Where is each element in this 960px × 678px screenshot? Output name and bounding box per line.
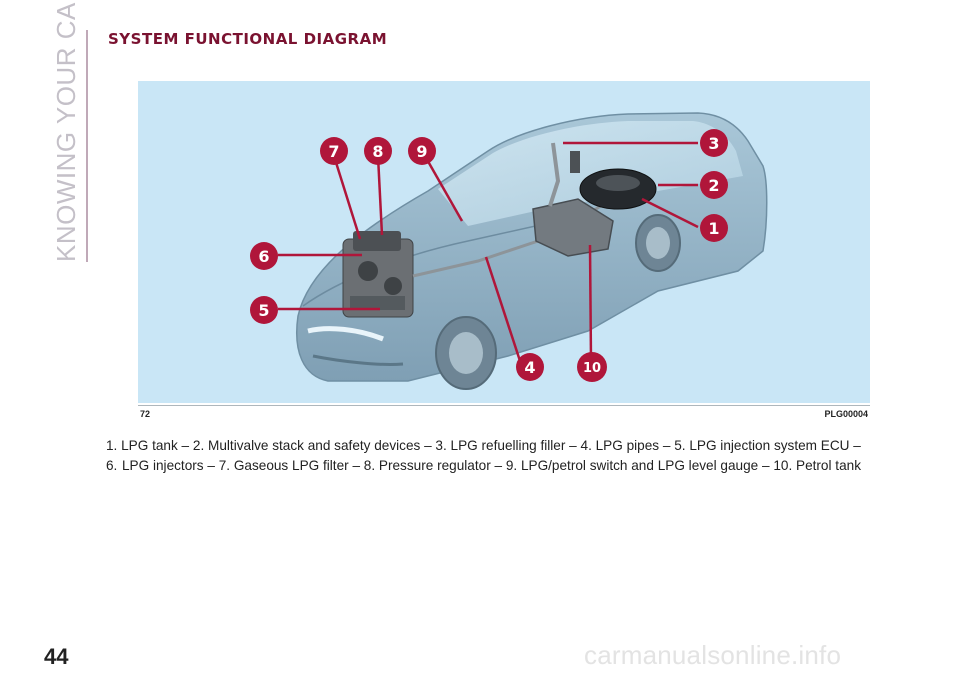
caption-line-2-number: 6. xyxy=(106,458,118,473)
caption-line-2: 6. LPG injectors – 7. Gaseous LPG filter … xyxy=(106,456,896,476)
section-title: SYSTEM FUNCTIONAL DIAGRAM xyxy=(108,30,388,48)
figure-code: PLG00004 xyxy=(824,409,868,419)
callout-3: 3 xyxy=(700,129,728,157)
svg-text:10: 10 xyxy=(583,361,601,376)
lpg-system-diagram: 1 2 3 4 5 6 7 8 9 10 xyxy=(138,81,870,403)
callout-4: 4 xyxy=(516,353,544,381)
diagram-illustration: 1 2 3 4 5 6 7 8 9 10 xyxy=(250,112,768,390)
svg-text:3: 3 xyxy=(708,134,719,153)
figure-rule xyxy=(138,405,870,406)
callout-leaders xyxy=(278,141,699,365)
side-tab-rule xyxy=(86,30,88,262)
section-side-tab: KNOWING YOUR CAR xyxy=(46,0,88,262)
figure-caption: 1. LPG tank – 2. Multivalve stack and sa… xyxy=(106,436,896,476)
svg-text:7: 7 xyxy=(328,142,339,161)
watermark: carmanualsonline.info xyxy=(584,640,842,670)
refuelling-pipe xyxy=(548,142,561,207)
page-number: 44 xyxy=(44,644,69,669)
callout-10: 10 xyxy=(577,352,607,382)
callout-7: 7 xyxy=(320,137,348,165)
caption-line-1: 1. LPG tank – 2. Multivalve stack and sa… xyxy=(106,438,861,453)
svg-text:8: 8 xyxy=(372,142,383,161)
callout-9: 9 xyxy=(408,137,436,165)
svg-text:5: 5 xyxy=(258,301,269,320)
callout-5: 5 xyxy=(250,296,278,324)
section-side-label: KNOWING YOUR CAR xyxy=(51,0,81,262)
caption-line-2-text: LPG injectors – 7. Gaseous LPG filter – … xyxy=(122,458,861,473)
engine-block xyxy=(342,231,414,318)
petrol-tank xyxy=(532,198,614,257)
figure-number: 72 xyxy=(140,409,151,419)
callout-1: 1 xyxy=(700,214,728,242)
svg-text:6: 6 xyxy=(258,247,269,266)
car-glass xyxy=(438,121,743,226)
svg-text:2: 2 xyxy=(708,176,719,195)
svg-text:1: 1 xyxy=(708,219,719,238)
svg-text:9: 9 xyxy=(416,142,427,161)
callout-6: 6 xyxy=(250,242,278,270)
callout-2: 2 xyxy=(700,171,728,199)
callout-8: 8 xyxy=(364,137,392,165)
svg-text:4: 4 xyxy=(524,358,535,377)
